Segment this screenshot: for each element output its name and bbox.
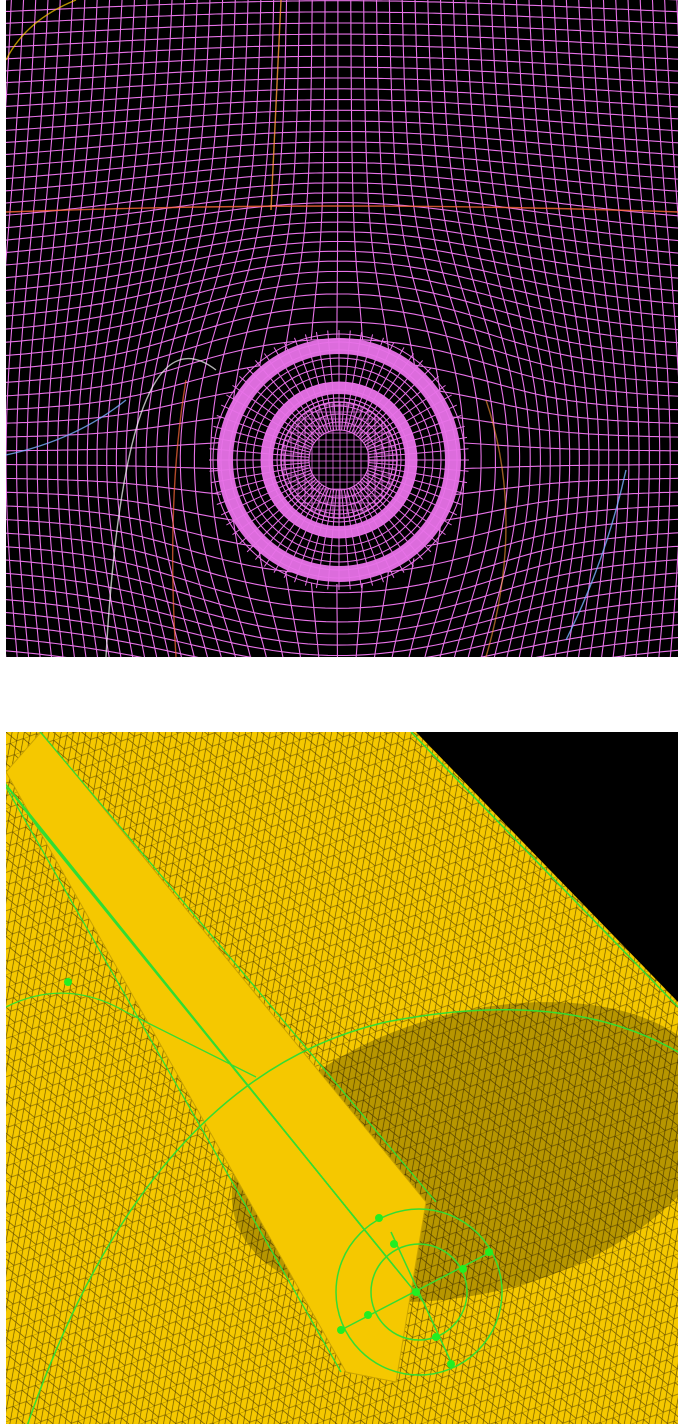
- quad-mesh-image: [6, 0, 678, 657]
- tri-mesh-image: [6, 732, 678, 1424]
- mesh-nodes: [64, 978, 493, 1368]
- tri-mesh-panel: [6, 732, 678, 1424]
- plate-boundary-edge: [410, 732, 678, 1008]
- hole-outline: [280, 401, 398, 519]
- mesh-background: [6, 0, 678, 657]
- inner-fine-grid: [281, 402, 397, 518]
- boundary-edges: [6, 0, 678, 657]
- dish-boundary-arc: [26, 1009, 678, 1424]
- quad-mesh-panel: [6, 0, 678, 657]
- outer-dense-ring: [217, 338, 461, 582]
- quad-mesh-lines: [6, 0, 678, 657]
- inner-dense-ring: [261, 382, 417, 538]
- left-edge-curve: [6, 992, 257, 1078]
- cylinder-edge-lines: [6, 732, 437, 1373]
